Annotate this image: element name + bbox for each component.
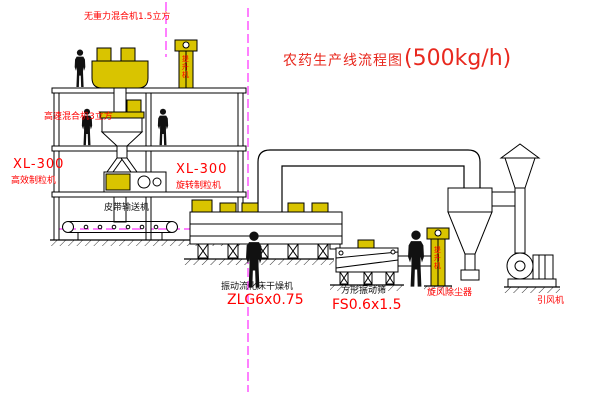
label-granulator-center-model: XL-300	[176, 162, 228, 177]
label-screen-name: 方形振动筛	[341, 286, 387, 296]
title-text: 农药生产线流程图	[283, 53, 403, 69]
worker-figure	[74, 49, 86, 88]
label-fan: 引风机	[537, 296, 565, 306]
label-cyclone: 旋风除尘器	[427, 288, 473, 298]
title-capacity: (500kg/h)	[404, 46, 512, 71]
label-dryer-name: 振动流化床干燥机	[221, 282, 294, 292]
diagram-title: 农药生产线流程图 (500kg/h)	[283, 46, 511, 71]
bucket-elevator-right	[424, 227, 452, 291]
top-mixer	[91, 47, 149, 113]
bucket-elevator-top	[174, 39, 198, 89]
belt-conveyor	[62, 221, 178, 240]
label-screen-model: FS0.6x1.5	[332, 297, 402, 313]
worker-figure	[408, 230, 424, 287]
high-speed-mixer	[99, 99, 145, 159]
label-belt-conveyor: 皮带输送机	[104, 203, 150, 213]
exhaust-stack	[499, 143, 541, 254]
label-elevator-top: 提升机	[181, 55, 190, 79]
label-top-mixer: 无重力混合机1.5立方	[84, 12, 171, 22]
cyclone-separator	[447, 187, 516, 281]
label-granulator-center-name: 旋转制粒机	[176, 181, 222, 191]
label-elevator-right: 提升机	[433, 246, 442, 270]
label-granulator-left-model: XL-300	[13, 157, 65, 172]
induced-draft-fan	[504, 252, 560, 293]
label-dryer-model: ZLG6x0.75	[227, 292, 304, 308]
worker-figure	[157, 108, 169, 146]
granulator	[103, 157, 167, 223]
label-granulator-left-name: 高效制粒机	[11, 176, 57, 186]
label-high-speed-mixer: 高速混合机3立方	[44, 112, 113, 122]
